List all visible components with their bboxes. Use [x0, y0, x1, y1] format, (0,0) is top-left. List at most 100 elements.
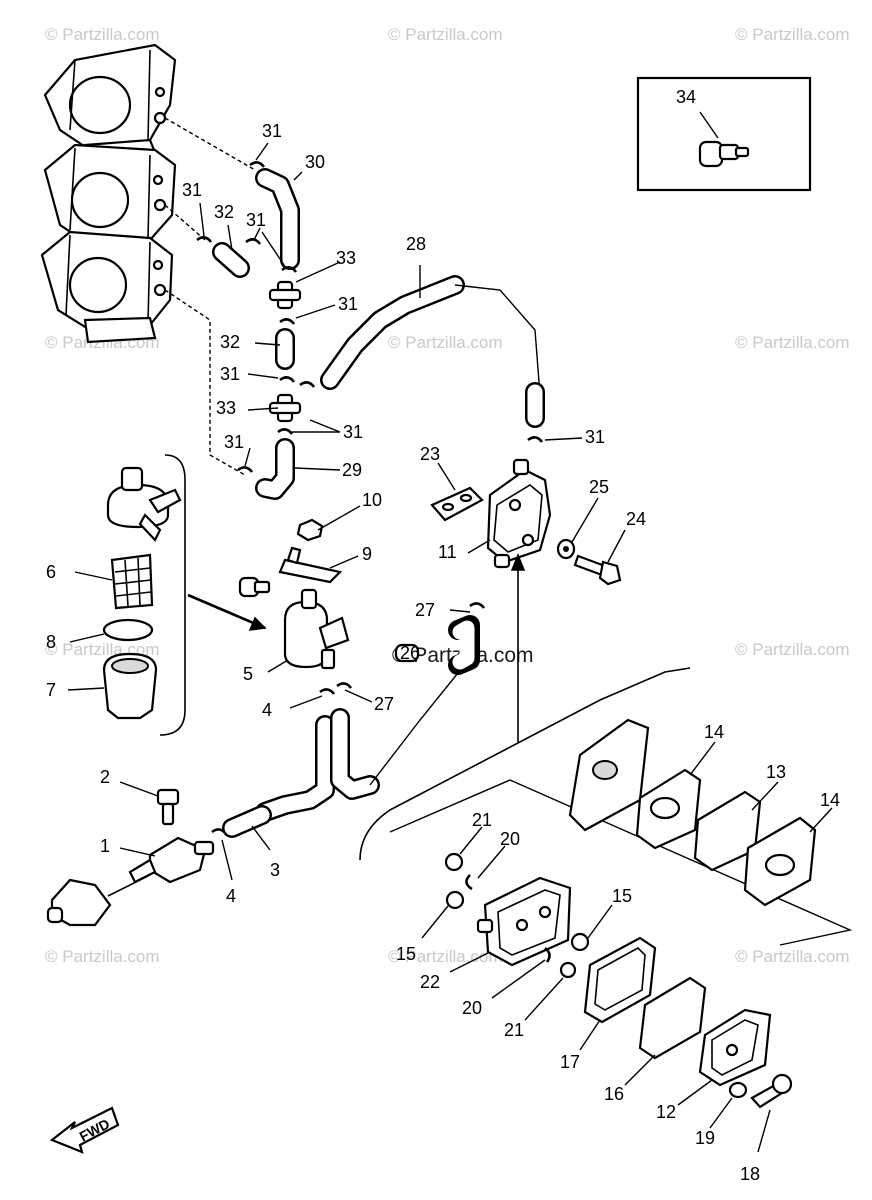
callout-20: 20: [462, 998, 482, 1018]
screw-18: [750, 1073, 793, 1109]
callout-9: 9: [362, 544, 372, 564]
screw-2: [156, 788, 180, 826]
hoses-filter-outlet: [255, 667, 463, 822]
pump-cover-plate: [568, 718, 650, 832]
callout-15: 15: [612, 886, 632, 906]
callout-28: 28: [406, 234, 426, 254]
bolt-24: [573, 554, 622, 586]
watermark: © Partzilla.com: [45, 25, 160, 44]
callout-1: 1: [100, 836, 110, 856]
callout-18: 18: [740, 1164, 760, 1184]
fuel-filter-5: [283, 588, 350, 670]
pump-cover-12: [698, 1008, 772, 1087]
gasket-14a: [635, 768, 702, 850]
gasket-14b: [743, 816, 817, 907]
callout-31: 31: [246, 210, 266, 230]
filter-group-bracket: [159, 454, 186, 736]
callout-31: 31: [338, 294, 358, 314]
carburetor-assembly: [40, 43, 256, 476]
nut-21a: [444, 852, 464, 872]
hose-3: [222, 805, 272, 838]
watermark: © Partzilla.com: [735, 640, 850, 659]
callout-31: 31: [343, 422, 363, 442]
callout-21: 21: [472, 810, 492, 830]
callout-33: 33: [336, 248, 356, 268]
callout-8: 8: [46, 632, 56, 652]
callout-19: 19: [695, 1128, 715, 1148]
callout-26: 26: [400, 643, 420, 663]
callout-29: 29: [342, 460, 362, 480]
callout-11: 11: [438, 542, 457, 562]
nut-15a: [445, 890, 465, 910]
watermarks: © Partzilla.com © Partzilla.com © Partzi…: [45, 25, 850, 966]
callout-22: 22: [420, 972, 440, 992]
fuel-pump-11: [486, 458, 552, 569]
callout-7: 7: [46, 680, 56, 700]
callout-4: 4: [262, 700, 272, 720]
hose-29: [255, 438, 295, 500]
callout-15: 15: [396, 944, 416, 964]
callout-34: 34: [676, 87, 696, 107]
fuel-cock-1: [128, 836, 215, 884]
filter-cup-7: [102, 652, 158, 720]
callout-labels: 31 30 31 32 31 33 31 32 31 33 31 31 29 2…: [46, 87, 840, 1184]
callout-17: 17: [560, 1052, 580, 1072]
callout-4: 4: [226, 886, 236, 906]
nut-10: [296, 518, 324, 542]
clip-20b: [544, 946, 551, 963]
callout-30: 30: [305, 152, 325, 172]
callout-16: 16: [604, 1084, 624, 1104]
watermark: © Partzilla.com: [735, 947, 850, 966]
fwd-arrow: FWD: [49, 1106, 120, 1154]
hose-clips: [196, 161, 544, 835]
callout-31: 31: [182, 180, 202, 200]
washer-25: [556, 538, 576, 560]
watermark: © Partzilla.com: [735, 333, 850, 352]
callout-24: 24: [626, 509, 646, 529]
callout-10: 10: [362, 490, 382, 510]
callout-6: 6: [46, 562, 56, 582]
callout-3: 3: [270, 860, 280, 880]
callout-27: 27: [415, 600, 435, 620]
leader-lines: [67, 142, 833, 1153]
hose-32-upper: [212, 242, 250, 278]
callout-23: 23: [420, 444, 440, 464]
callout-2: 2: [100, 767, 110, 787]
callout-27: 27: [374, 694, 394, 714]
clip-20a: [465, 874, 473, 891]
pump-body-22: [476, 876, 572, 967]
bracket-9: [278, 546, 343, 584]
pump-exploded-bracket: [359, 667, 853, 946]
callout-31: 31: [262, 121, 282, 141]
fuel-connector: [46, 875, 149, 927]
pump-arrow-head: [510, 552, 526, 571]
fuel-joint-34: [698, 140, 750, 168]
filter-housing-top: [106, 466, 182, 542]
watermark: © Partzilla.com: [388, 947, 503, 966]
tee-joint-33-upper: [268, 280, 302, 310]
watermark: © Partzilla.com: [45, 947, 160, 966]
o-ring-8: [102, 618, 154, 642]
callout-14: 14: [704, 722, 724, 742]
callout-31: 31: [585, 427, 605, 447]
watermark: © Partzilla.com: [388, 333, 503, 352]
hose-28: [320, 275, 545, 428]
arrow-to-filter: [187, 593, 266, 630]
callout-31: 31: [220, 364, 240, 384]
callout-13: 13: [766, 762, 786, 782]
washer-19: [728, 1081, 748, 1099]
gasket-17: [583, 936, 657, 1024]
callout-32: 32: [214, 202, 234, 222]
callout-20: 20: [500, 829, 520, 849]
inset-box-34: [636, 76, 812, 192]
watermark: © Partzilla.com: [735, 25, 850, 44]
callout-25: 25: [589, 477, 609, 497]
hose-30: [255, 168, 300, 270]
nut-15b: [570, 932, 590, 952]
callout-31: 31: [224, 432, 244, 452]
callout-21: 21: [504, 1020, 524, 1040]
bolt-stud: [238, 576, 271, 598]
nut-21b: [559, 961, 577, 979]
callout-32: 32: [220, 332, 240, 352]
